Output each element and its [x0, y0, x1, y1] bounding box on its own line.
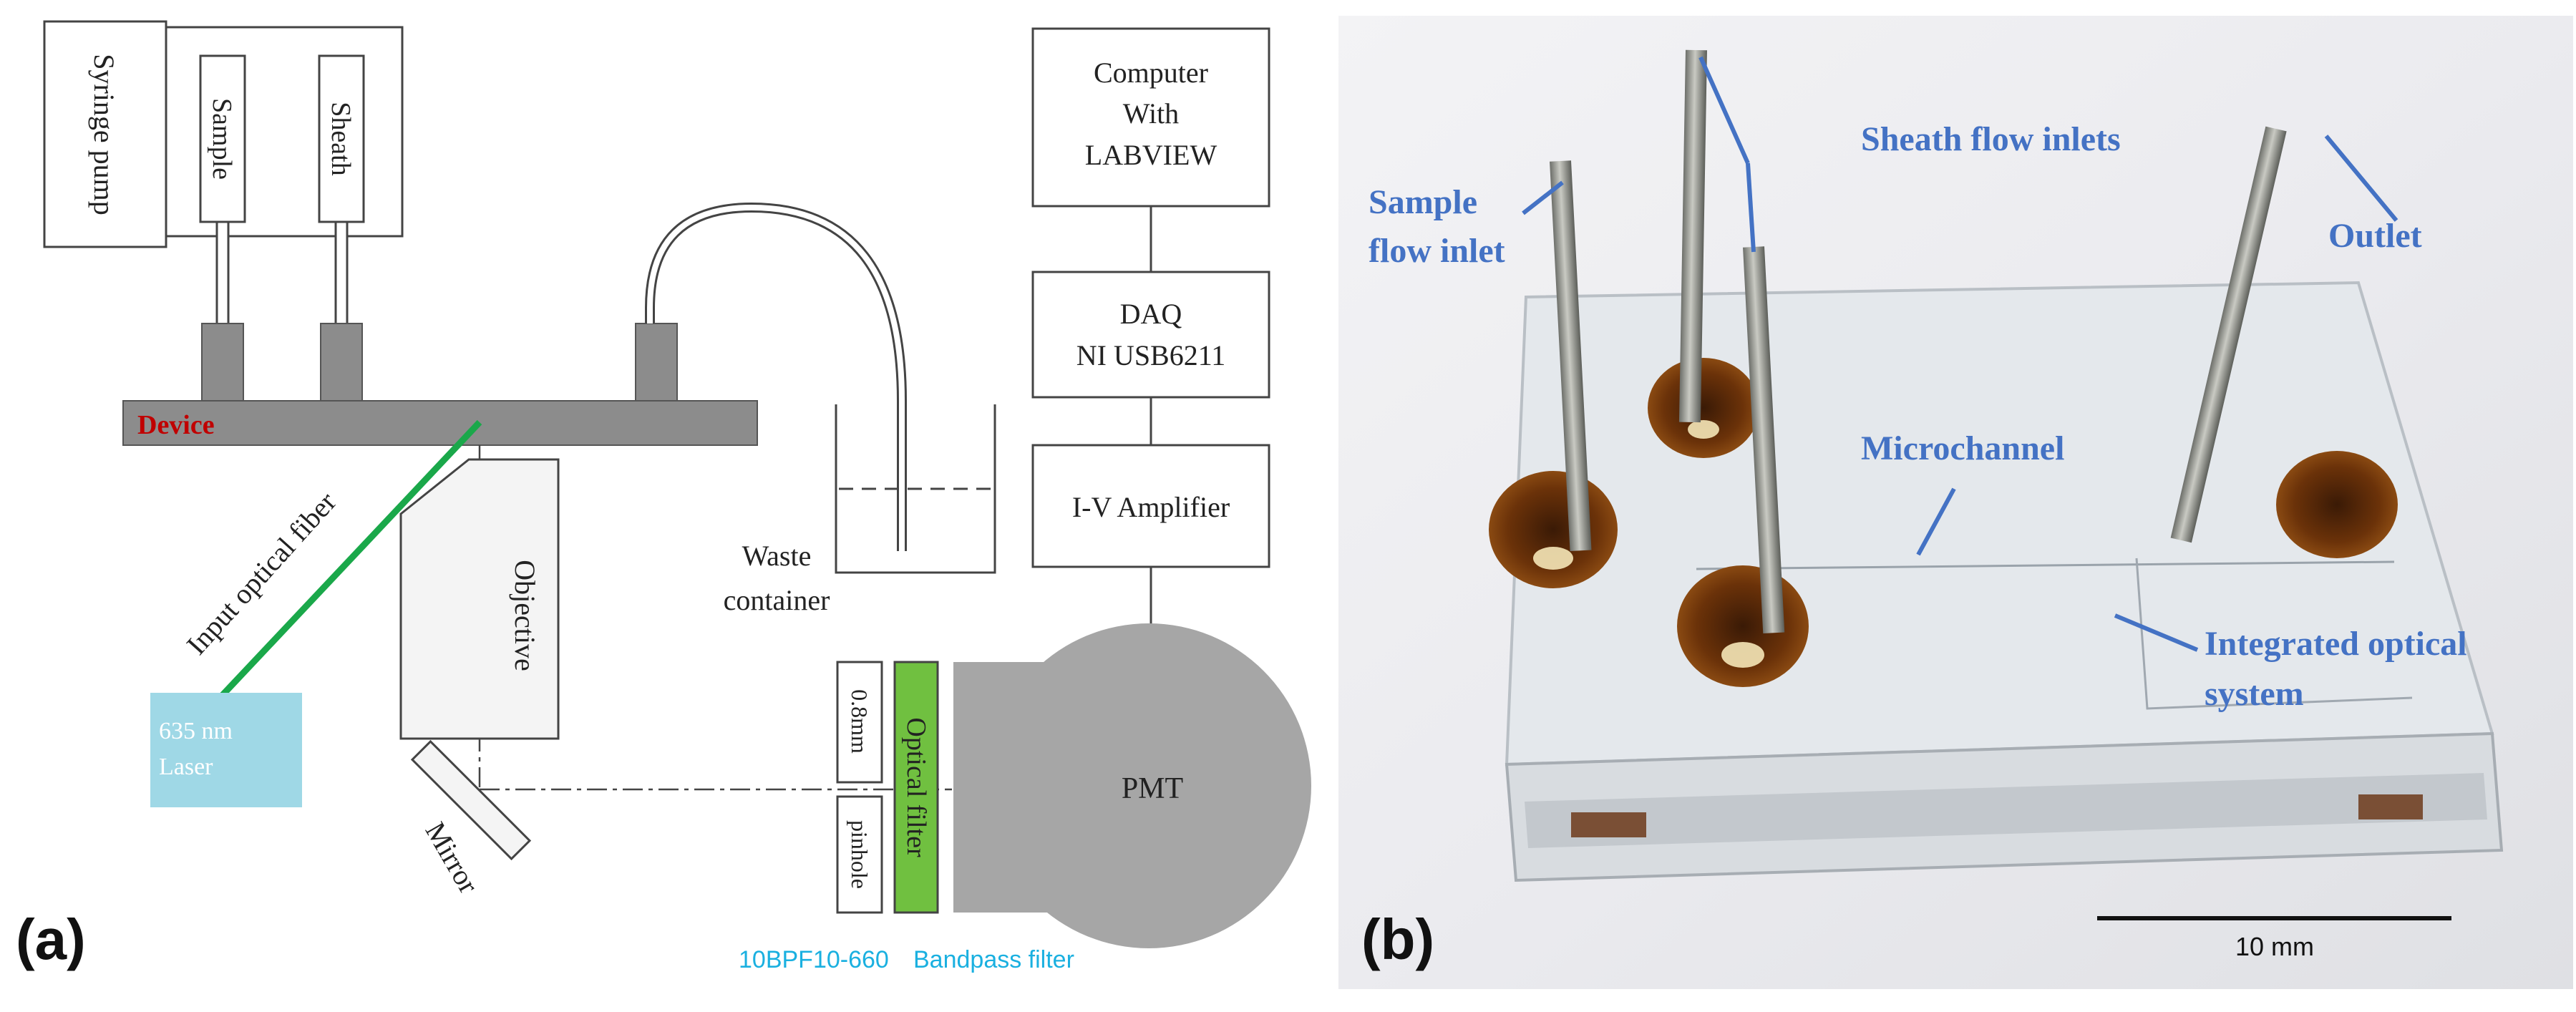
input-optical-fiber — [219, 419, 482, 699]
waste-container — [835, 404, 996, 574]
leader-microchannel — [1916, 487, 1956, 556]
laser-line2: Laser — [159, 754, 213, 780]
epoxy-sheath-inlet-2 — [1677, 565, 1809, 687]
sheath-flow-inlets-label: Sheath flow inlets — [1861, 120, 2121, 158]
objective — [399, 458, 560, 740]
fiber-label: Input optical fiber — [180, 486, 343, 661]
sample-label: Sample — [207, 98, 237, 180]
computer-box — [1031, 27, 1270, 208]
optical-system-label-line1: Integrated optical — [2205, 625, 2467, 663]
epoxy-reflection-1 — [1533, 547, 1573, 570]
optical-filter — [893, 661, 939, 914]
daq-line2: NI USB6211 — [1076, 339, 1226, 371]
daq-box — [1031, 271, 1270, 399]
computer-line3: LABVIEW — [1085, 139, 1217, 171]
sample-connector — [201, 323, 244, 404]
photo-panel-b: Sample flow inlet Sheath flow inlets Out… — [1338, 16, 2573, 989]
syringe-pump-label: Syringe pump — [88, 54, 120, 215]
pin-sheath-inlet-2 — [1743, 246, 1785, 634]
schematic-panel-a: Syringe pump Sample Sheath Device Input … — [16, 20, 1311, 973]
epoxy-outlet — [2276, 451, 2398, 558]
laser-line1: 635 nm — [159, 718, 233, 744]
panel-a-label: (a) — [16, 908, 86, 971]
sheath-syringe — [318, 54, 365, 223]
syringe-pump-box — [43, 20, 167, 248]
sample-tube — [215, 220, 230, 327]
optical-filter-label: Optical filter — [901, 717, 931, 857]
pin-sheath-inlet-1 — [1678, 49, 1707, 423]
computer-line2: With — [1123, 97, 1179, 130]
waste-line2: container — [724, 584, 830, 616]
sheath-label: Sheath — [326, 102, 356, 175]
pinhole-bottom — [836, 795, 883, 914]
sheath-tube — [334, 220, 349, 327]
leader-sheath-2 — [1746, 162, 1756, 253]
pinhole-size-label: 0.8mm — [847, 689, 873, 754]
epoxy-reflection-2 — [1721, 642, 1764, 668]
device-bar — [122, 400, 758, 446]
mirror — [410, 739, 532, 861]
waste-line1: Waste — [742, 540, 812, 572]
computer-line1: Computer — [1094, 57, 1208, 89]
leader-optical-system — [2114, 613, 2199, 652]
epoxy-reflection-3 — [1688, 420, 1719, 439]
epoxy-sheath-inlet-1 — [1648, 358, 1759, 458]
mirror-label: Mirror — [419, 817, 485, 899]
optical-system-outline — [2135, 558, 2413, 710]
optical-system-label-line2: system — [2205, 675, 2304, 713]
pmt-label: PMT — [1122, 772, 1183, 805]
leader-sheath-1 — [1698, 56, 1750, 165]
outlet-tube-inner — [647, 204, 905, 551]
sample-flow-label-line1: Sample — [1369, 183, 1477, 221]
objective-label: Objective — [509, 560, 541, 671]
sheath-connector — [320, 323, 363, 404]
pinhole-label: pinhole — [847, 820, 873, 889]
pin-sample-inlet — [1550, 160, 1592, 552]
chip-front-band — [1525, 773, 2487, 848]
pin-outlet — [2170, 126, 2287, 543]
amplifier-box — [1031, 444, 1270, 568]
panel-b-label: (b) — [1361, 908, 1434, 971]
leader-sample-flow — [1522, 180, 1564, 215]
device-label: Device — [137, 410, 215, 440]
pinhole-top — [836, 661, 883, 784]
leader-outlet — [2324, 135, 2398, 222]
outlet-label: Outlet — [2328, 217, 2422, 255]
scale-bar-label: 10 mm — [2235, 932, 2314, 961]
microchannel-label: Microchannel — [1861, 429, 2064, 467]
laser-box — [150, 693, 302, 807]
amplifier-label: I-V Amplifier — [1072, 491, 1230, 523]
chip-electrode-right — [2358, 794, 2423, 819]
sample-flow-label-line2: flow inlet — [1369, 232, 1505, 270]
filter-part-number: 10BPF10-660 — [739, 946, 889, 973]
microchannel-line — [1696, 560, 2395, 570]
epoxy-sample-inlet — [1489, 471, 1618, 588]
pmt-front — [953, 662, 1082, 913]
daq-line1: DAQ — [1120, 298, 1182, 330]
chip-electrode-left — [1571, 812, 1646, 837]
outlet-connector — [635, 323, 678, 404]
bandpass-filter-label: Bandpass filter — [913, 946, 1074, 973]
